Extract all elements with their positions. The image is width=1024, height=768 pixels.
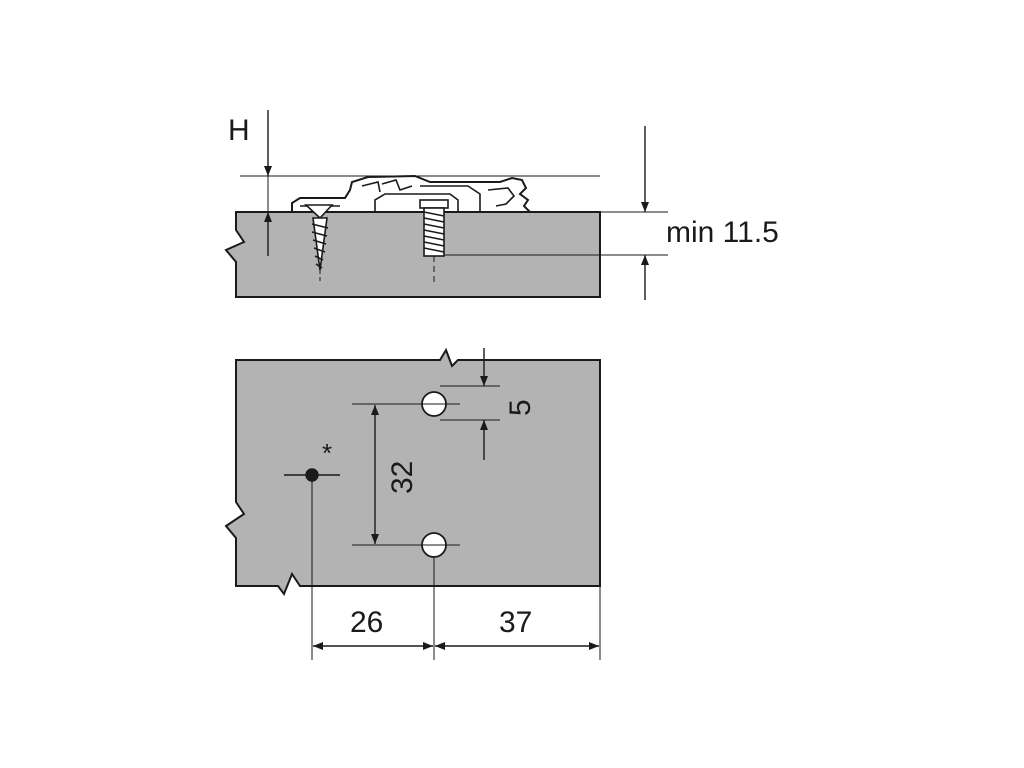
front-panel (224, 347, 601, 597)
plate-details (300, 179, 516, 212)
label-asterisk: * (322, 438, 332, 468)
wood-screw (303, 204, 334, 284)
label-dim-right: 37 (499, 606, 532, 639)
side-view: H min 11.5 (224, 110, 779, 300)
dim-hole-spacing (352, 403, 460, 546)
label-min-depth: min 11.5 (666, 216, 779, 249)
dim-h (240, 110, 600, 256)
dim-hole-offset (440, 348, 500, 460)
dim-bottom (311, 481, 601, 660)
label-hole-spacing: 32 (386, 461, 419, 494)
label-h: H (228, 114, 250, 147)
label-dim-left: 26 (350, 606, 383, 639)
dim-min-depth (444, 126, 668, 300)
front-view: * 32 5 26 37 (224, 347, 601, 660)
label-hole-offset: 5 (504, 399, 537, 416)
euro-screw (419, 199, 449, 286)
